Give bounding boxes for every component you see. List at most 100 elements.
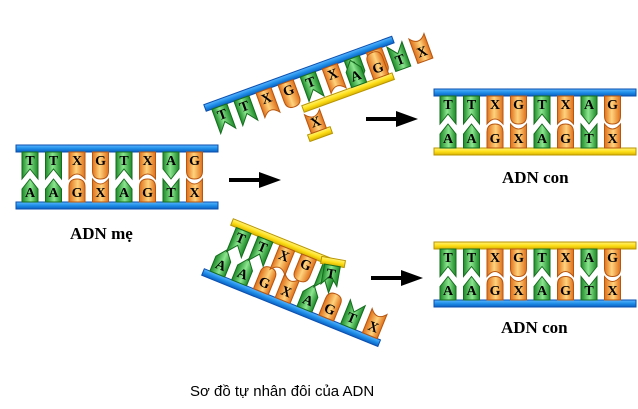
base-letter: X bbox=[142, 154, 152, 169]
base-letter: G bbox=[371, 60, 386, 78]
unwind-bottom-old-base-5: G bbox=[318, 292, 342, 322]
child-top-base-bottom-1: A bbox=[463, 123, 480, 149]
base-letter: A bbox=[466, 284, 477, 299]
child-bottom-base-bottom-2: G bbox=[486, 275, 504, 301]
child-top-base-top-3: G bbox=[510, 95, 527, 125]
base-letter: G bbox=[490, 132, 501, 147]
unwind-top-old-base-2: X bbox=[255, 87, 281, 120]
unwind-bottom-old-base-0: A bbox=[209, 249, 232, 278]
child-top-base-top-2: X bbox=[486, 95, 504, 126]
child-bottom-base-top-2: X bbox=[486, 248, 504, 278]
unwind-bottom-new-base-1: T bbox=[247, 235, 274, 268]
base-letter: A bbox=[119, 186, 130, 201]
child-bottom-base-bottom-6: T bbox=[580, 275, 598, 301]
unwind-top-new-base-2: A bbox=[345, 59, 368, 89]
base-letter: A bbox=[25, 186, 36, 201]
base-letter: G bbox=[298, 257, 314, 275]
base-letter: T bbox=[443, 98, 453, 113]
base-letter: A bbox=[466, 132, 477, 147]
parent-base-bottom-0: A bbox=[21, 178, 39, 203]
parent-base-bottom-5: G bbox=[139, 178, 156, 203]
base-letter: X bbox=[326, 66, 341, 84]
base-letter: X bbox=[513, 132, 523, 147]
base-letter: A bbox=[584, 98, 595, 113]
parent-base-bottom-2: G bbox=[68, 178, 86, 203]
unwind-top-old-base-1: T bbox=[233, 95, 259, 128]
parent-base-bottom-1: A bbox=[45, 178, 62, 203]
child-bottom-bottom-strand bbox=[433, 299, 637, 308]
unwind-top-old-base-0: T bbox=[211, 103, 237, 136]
child-top-top-strand bbox=[433, 88, 637, 97]
child-top-base-bottom-2: G bbox=[486, 123, 504, 149]
child-bottom-base-top-3: G bbox=[510, 248, 527, 278]
unwind-top-new-base-4: T bbox=[385, 40, 412, 73]
child-top-base-top-6: A bbox=[580, 95, 598, 125]
base-letter: T bbox=[49, 154, 59, 169]
parent-top-strand bbox=[15, 144, 219, 153]
free-nucleotide-bottom: T bbox=[320, 263, 341, 289]
unwind-top-old-base-5: X bbox=[321, 62, 348, 95]
unwind-bottom-old-strand bbox=[201, 268, 382, 348]
child-bottom-base-top-7: G bbox=[604, 248, 621, 278]
base-letter: X bbox=[560, 98, 570, 113]
base-letter: X bbox=[513, 284, 523, 299]
child-dna-bottom-label: ADN con bbox=[501, 318, 568, 337]
unwinding-upper: TTXGTXAGAGTXX bbox=[203, 32, 434, 143]
child-top-base-top-7: G bbox=[604, 95, 621, 125]
parent-base-top-4: T bbox=[115, 151, 133, 181]
parent-base-top-5: X bbox=[139, 151, 156, 181]
base-letter: A bbox=[443, 132, 454, 147]
base-letter: X bbox=[560, 251, 570, 266]
unwinding-lower: AAGXAGTXTTXGTT bbox=[201, 218, 388, 348]
child-bottom-base-bottom-7: X bbox=[604, 275, 621, 301]
unwind-top-new-base-3: G bbox=[366, 51, 390, 81]
unwind-bottom-old-base-6: T bbox=[339, 298, 367, 331]
child-bottom-base-top-4: T bbox=[533, 248, 551, 278]
child-bottom-base-top-0: T bbox=[439, 248, 457, 278]
base-letter: G bbox=[322, 301, 338, 319]
base-letter: G bbox=[560, 132, 571, 147]
base-letter: X bbox=[607, 284, 617, 299]
child-bottom-base-bottom-0: A bbox=[439, 275, 457, 301]
arrow-lower-icon bbox=[371, 270, 423, 286]
child-top-bottom-strand bbox=[433, 147, 637, 156]
unwind-top-new-base-5: X bbox=[408, 32, 434, 65]
parent-base-bottom-6: T bbox=[162, 177, 180, 203]
child-bottom-base-top-1: T bbox=[463, 248, 480, 278]
child-dna-top-label: ADN con bbox=[502, 168, 569, 187]
arrow-parent-icon bbox=[229, 172, 281, 188]
child-top-base-top-4: T bbox=[533, 95, 551, 126]
base-letter: G bbox=[142, 186, 153, 201]
base-letter: T bbox=[537, 251, 547, 266]
base-letter: G bbox=[607, 251, 618, 266]
free-nucleotide-top: X bbox=[303, 107, 327, 135]
base-letter: X bbox=[490, 251, 500, 266]
unwind-bottom-old-base-4: A bbox=[296, 284, 319, 313]
base-letter: A bbox=[537, 132, 548, 147]
arrow-upper-icon bbox=[366, 111, 418, 127]
unwind-bottom-old-base-7: X bbox=[361, 307, 388, 340]
base-letter: A bbox=[537, 284, 548, 299]
parent-base-top-2: X bbox=[68, 151, 86, 181]
base-letter: G bbox=[490, 284, 501, 299]
child-bottom-base-bottom-3: X bbox=[510, 275, 527, 301]
parent-base-bottom-4: A bbox=[115, 178, 133, 203]
base-letter: T bbox=[537, 98, 547, 113]
base-letter: X bbox=[415, 44, 430, 62]
base-letter: G bbox=[72, 186, 83, 201]
base-letter: X bbox=[309, 114, 324, 132]
base-letter: X bbox=[607, 132, 617, 147]
base-letter: G bbox=[281, 82, 296, 100]
unwind-top-old-base-3: G bbox=[277, 79, 301, 109]
base-letter: A bbox=[443, 284, 454, 299]
unwind-bottom-new-base-0: T bbox=[225, 226, 252, 260]
parent-base-top-0: T bbox=[21, 151, 39, 181]
child-top-base-bottom-0: A bbox=[439, 123, 457, 149]
base-letter: X bbox=[259, 91, 274, 109]
base-letter: X bbox=[490, 98, 500, 113]
base-letter: G bbox=[513, 251, 524, 266]
unwind-bottom-new-base-3: G bbox=[293, 253, 318, 283]
base-letter: G bbox=[607, 98, 618, 113]
unwind-bottom-old-base-1: A bbox=[231, 257, 254, 287]
